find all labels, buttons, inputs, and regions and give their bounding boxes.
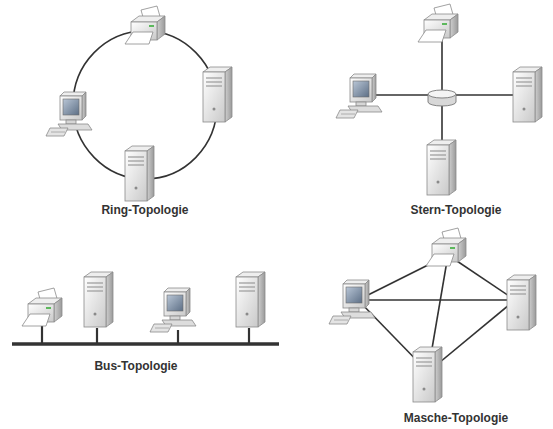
printer-icon <box>426 228 466 266</box>
printer-icon <box>125 6 165 44</box>
topology-label: Bus-Topologie <box>92 359 179 373</box>
pc-icon <box>336 74 382 118</box>
server-icon <box>236 272 265 327</box>
topology-label: Masche-Topologie <box>402 411 510 425</box>
mesh-topology <box>329 228 536 402</box>
server-icon <box>203 67 232 122</box>
printer-icon <box>22 288 62 326</box>
pc-icon <box>46 92 92 136</box>
topology-label: Ring-Topologie <box>99 203 190 217</box>
server-icon <box>84 272 113 327</box>
ring-topology <box>46 6 232 201</box>
printer-icon <box>418 4 458 42</box>
server-icon <box>507 275 536 330</box>
bus-cable <box>12 342 279 346</box>
bus-topology <box>12 272 279 344</box>
server-icon <box>513 67 542 122</box>
hub-icon <box>428 90 456 106</box>
star-topology <box>336 4 542 195</box>
pc-icon <box>150 288 196 332</box>
bus-drops <box>42 325 249 344</box>
pc-icon <box>329 280 375 324</box>
topology-label: Stern-Topologie <box>408 203 503 217</box>
server-icon <box>413 347 442 402</box>
server-icon <box>125 146 154 201</box>
server-icon <box>427 140 456 195</box>
